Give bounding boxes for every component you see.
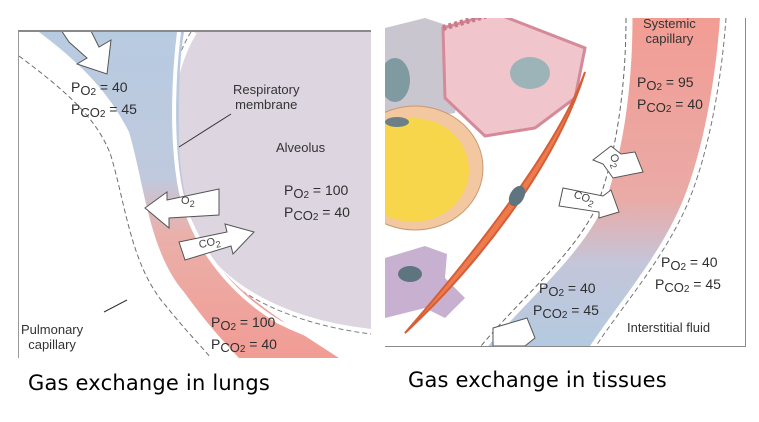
deoxygenated-blood-pressures: PO2 = 40 PCO2 = 45 <box>71 79 137 120</box>
blood-flow-in-arrow <box>61 32 112 75</box>
alveolus-region <box>170 32 371 332</box>
lungs-illustration <box>19 32 371 358</box>
purple-cell <box>385 246 465 318</box>
smooth-muscle-cell <box>404 71 586 334</box>
gray-cell-nucleus <box>385 58 410 102</box>
blood-flow-out-arrow <box>492 317 536 346</box>
o2-diffusion-arrow <box>144 188 220 230</box>
o2-diffusion-arrow <box>592 145 644 179</box>
tissues-illustration <box>385 18 727 346</box>
oxygenated-blood-pressures: PO2 = 100 PCO2 = 40 <box>211 314 277 355</box>
pulmonary-capillary-vessel <box>39 32 339 358</box>
o2-arrow-label: O2 <box>181 195 195 210</box>
co2-diffusion-arrow <box>178 223 255 261</box>
lungs-diagram-panel: O2 CO2 Respiratory membrane Alveolus Pul… <box>18 30 371 358</box>
alveolus-label: Alveolus <box>276 140 326 155</box>
systemic-capillary-label: Systemic capillary <box>643 18 696 46</box>
tissues-diagram-panel: O2 CO2 Systemic capillary Interstitial f… <box>385 18 746 347</box>
fat-cell-lipid-droplet <box>385 118 469 222</box>
interstitial-fluid-label: Interstitial fluid <box>627 320 711 335</box>
pulmonary-capillary-pointer <box>103 299 128 313</box>
alveolus-pressures: PO2 = 100 PCO2 = 40 <box>284 182 350 223</box>
arterial-blood-pressures: PO2 = 95 PCO2 = 40 <box>637 74 703 115</box>
co2-diffusion-arrow <box>558 187 620 219</box>
lungs-caption: Gas exchange in lungs <box>28 371 271 395</box>
epithelial-cell-nucleus <box>510 57 550 89</box>
pulmonary-capillary-label: Pulmonary capillary <box>21 322 84 352</box>
interstitial-fluid-pressures: PO2 = 40 PCO2 = 45 <box>655 254 721 295</box>
venous-blood-pressures: PO2 = 40 PCO2 = 45 <box>533 280 599 321</box>
respiratory-membrane-pointer <box>178 113 232 148</box>
tissues-caption: Gas exchange in tissues <box>408 368 667 392</box>
respiratory-membrane-label: Respiratory membrane <box>233 82 300 112</box>
systemic-capillary-vessel <box>485 18 720 346</box>
